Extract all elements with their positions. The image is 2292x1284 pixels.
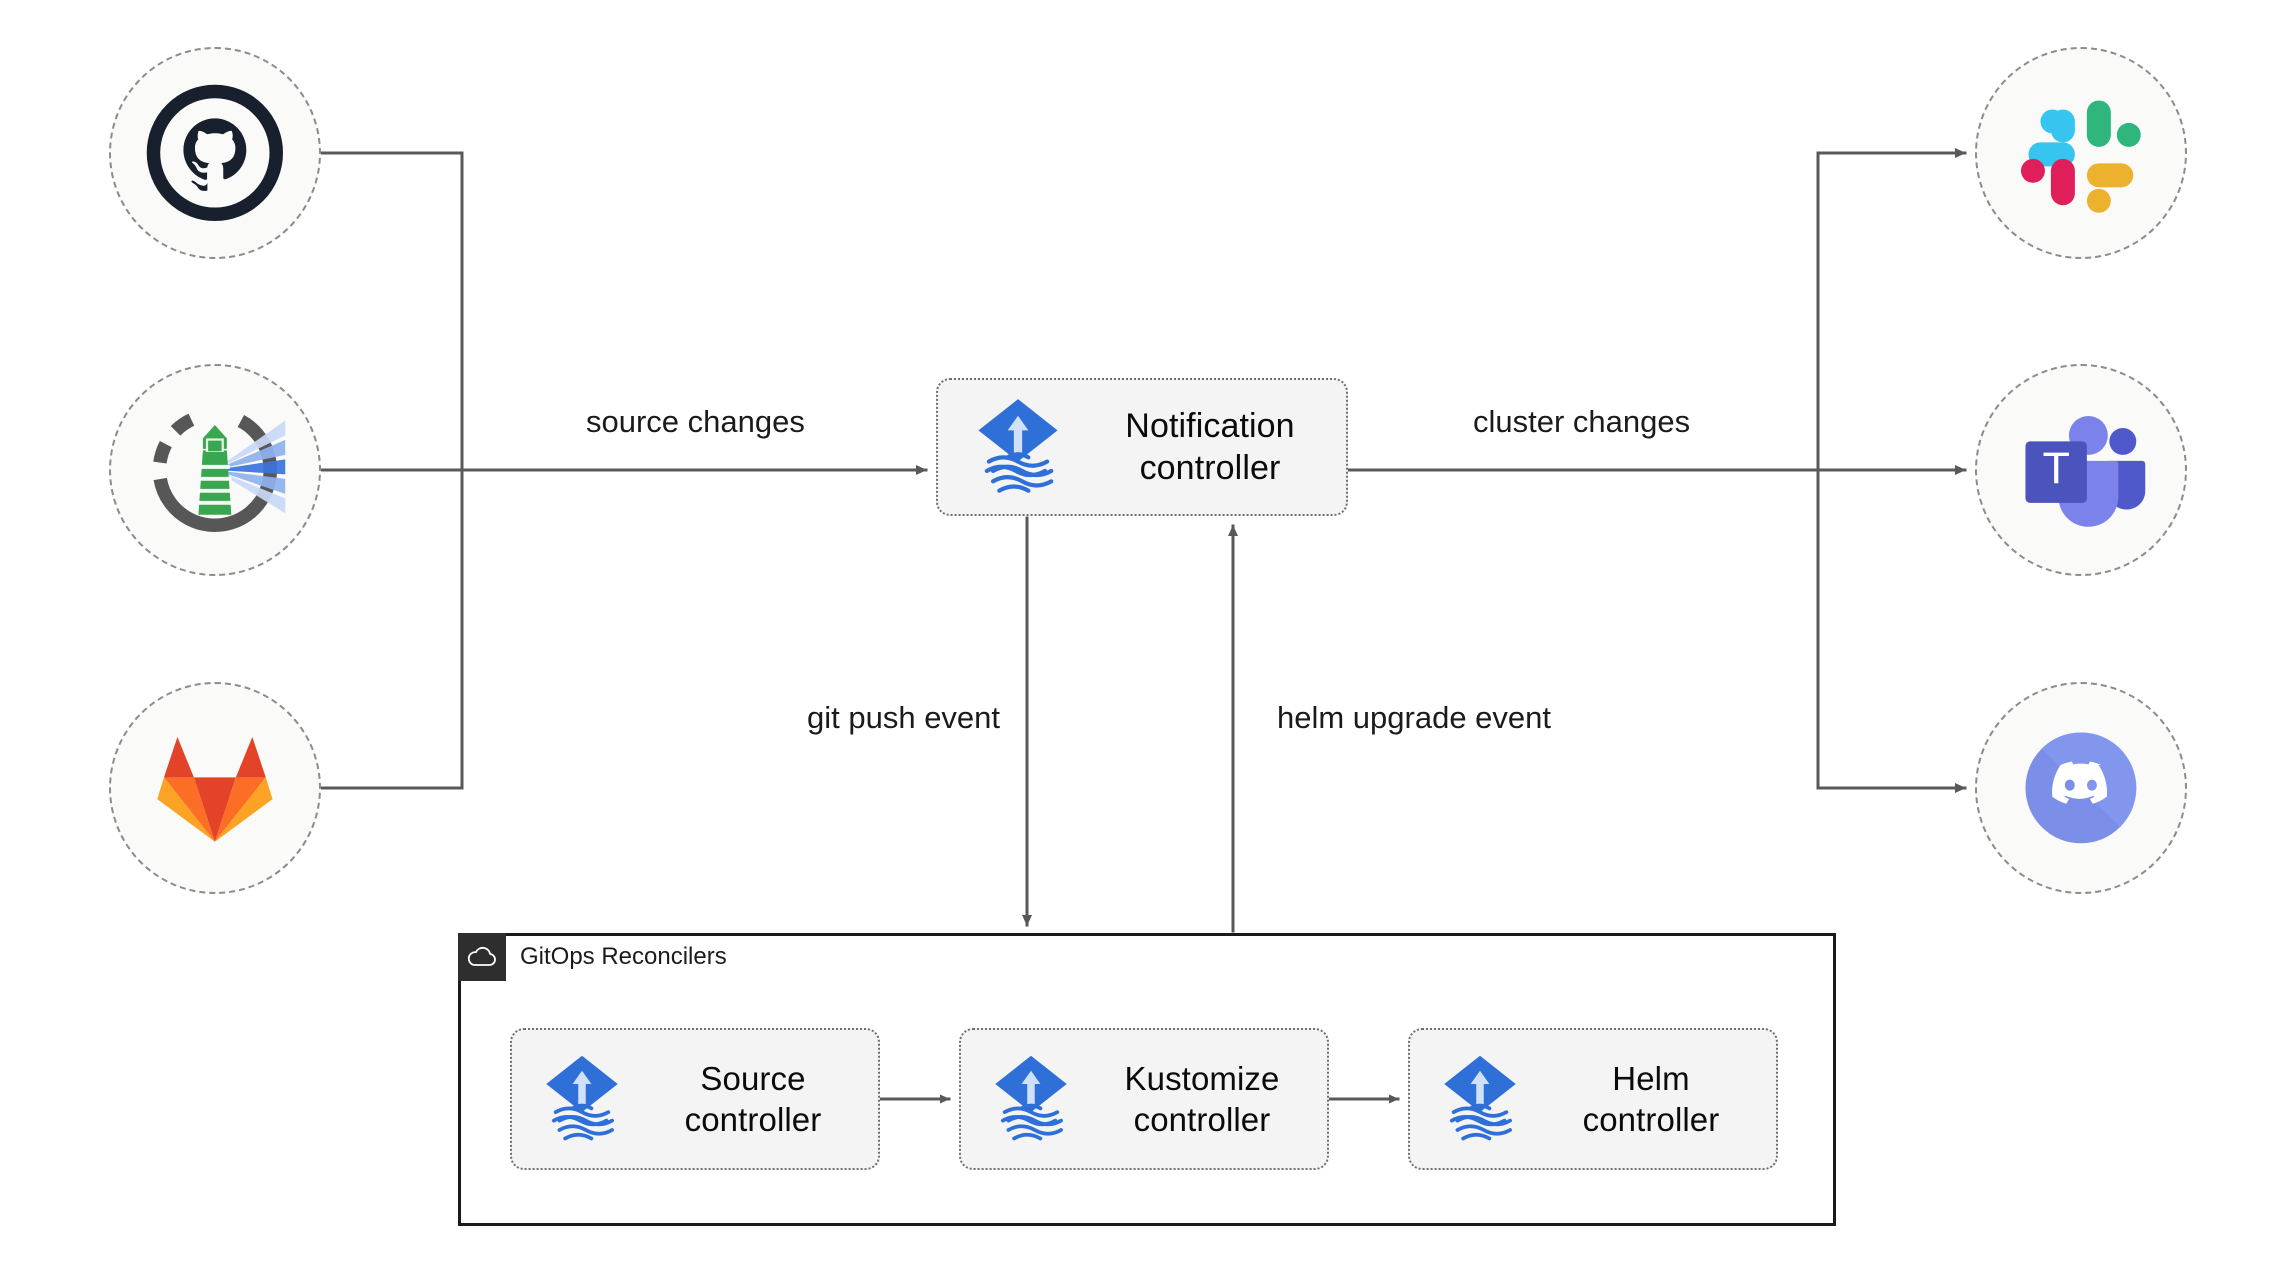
notification-controller-label: Notification controller (1125, 406, 1295, 488)
destination-node-discord[interactable] (1975, 682, 2187, 894)
flux-controller-icon (526, 1040, 638, 1158)
wire-gitlab-to-bus (310, 468, 464, 790)
flux-controller-icon (975, 1040, 1087, 1158)
flux-controller-icon (1424, 1040, 1536, 1158)
kustomize-controller-box[interactable]: Kustomize controller (959, 1028, 1329, 1170)
source-node-flux[interactable] (109, 364, 321, 576)
source-node-github[interactable] (109, 47, 321, 259)
helm-controller-box[interactable]: Helm controller (1408, 1028, 1778, 1170)
wire-bus-to-discord (1816, 468, 1967, 793)
helm-controller-label: Helm controller (1582, 1059, 1720, 1138)
svg-text:T: T (2043, 442, 2070, 493)
source-node-gitlab[interactable] (109, 682, 321, 894)
gitlab-icon (140, 713, 290, 863)
cloud-icon (458, 933, 506, 981)
flux-lighthouse-icon (140, 395, 290, 545)
wire-bus-to-slack (1816, 148, 1967, 472)
gitops-reconcilers-title: GitOps Reconcilers (520, 943, 727, 970)
ms-teams-icon: T (2006, 395, 2156, 545)
edge-label-source-changes: source changes (578, 402, 813, 442)
edge-label-git-push-event: git push event (799, 698, 1009, 738)
notification-controller-box[interactable]: Notification controller (936, 378, 1348, 516)
source-controller-box[interactable]: Source controller (510, 1028, 880, 1170)
gitops-reconcilers-header: GitOps Reconcilers (458, 933, 727, 981)
wire-github-to-bus (310, 151, 464, 472)
edge-label-helm-upgrade-event: helm upgrade event (1269, 698, 1560, 738)
github-icon (140, 78, 290, 228)
slack-icon (2006, 78, 2156, 228)
gitops-reconcilers-container (458, 933, 1836, 1226)
discord-icon (2006, 713, 2156, 863)
destination-node-slack[interactable] (1975, 47, 2187, 259)
source-controller-label: Source controller (684, 1059, 822, 1138)
destination-node-teams[interactable]: T (1975, 364, 2187, 576)
flux-controller-icon (952, 389, 1084, 505)
kustomize-controller-label: Kustomize controller (1124, 1059, 1280, 1138)
edge-label-cluster-changes: cluster changes (1465, 402, 1699, 442)
